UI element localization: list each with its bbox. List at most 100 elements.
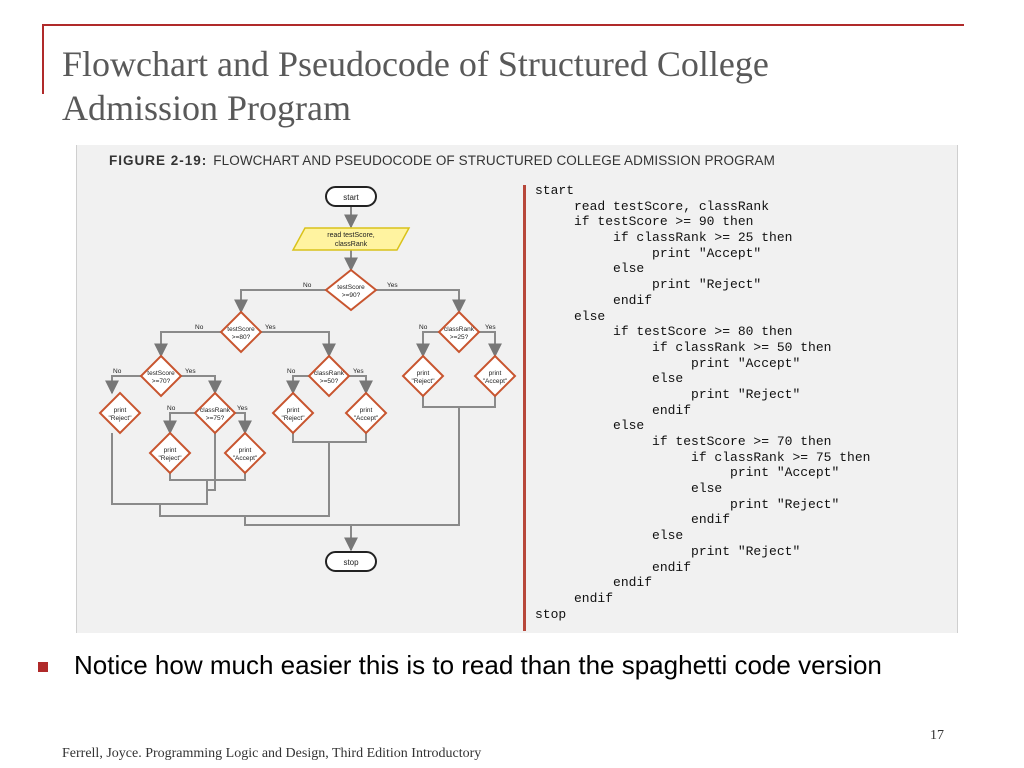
decision-75-line1: classRank (200, 407, 231, 414)
print-reject-25-line2: "Reject" (411, 378, 435, 385)
title-rule-left (42, 24, 44, 94)
pseudocode-line: endif (535, 292, 653, 308)
decision-70-line1: testScore (147, 370, 175, 377)
print-accept-75 (223, 431, 267, 475)
print-accept-75-line2: "Accept" (233, 455, 258, 462)
pseudocode-line: else (535, 528, 684, 544)
slide-title-line1: Flowchart and Pseudocode of Structured C… (62, 44, 769, 84)
decision-80-line1: testScore (227, 326, 255, 333)
pseudocode-bar (523, 185, 526, 631)
stop-terminal (325, 551, 377, 572)
bullet-text: Notice how much easier this is to read t… (74, 650, 882, 680)
print-reject-70-line2: "Reject" (108, 415, 132, 422)
label-no-75: No (167, 405, 176, 412)
start-terminal-label: start (343, 193, 359, 202)
pseudocode-line: endif (535, 512, 731, 528)
print-reject-25 (401, 354, 445, 398)
print-reject-75 (148, 431, 192, 475)
pseudocode-line: endif (535, 559, 692, 575)
print-reject-70-line1: print (114, 407, 127, 414)
print-accept-75-line1: print (239, 447, 252, 454)
print-reject-25-line1: print (417, 370, 430, 377)
slide-title-line2: Admission Program (62, 88, 352, 128)
figure-label: FIGURE 2-19: (109, 153, 208, 168)
decision-25-line1: classRank (444, 326, 475, 333)
decision-90-line1: testScore (337, 284, 365, 291)
pseudocode-line: print "Reject" (535, 496, 840, 512)
label-no-70: No (113, 368, 122, 375)
decision-test-score-70 (139, 354, 183, 398)
pseudocode-line: else (535, 371, 684, 387)
print-reject-75-line1: print (164, 447, 177, 454)
decision-test-score-90 (324, 268, 378, 312)
decision-80-line2: >=80? (232, 334, 251, 341)
label-no-90: No (303, 282, 312, 289)
pseudocode-line: if testScore >= 70 then (535, 434, 832, 449)
pseudocode-line: if classRank >= 50 then (535, 339, 832, 355)
read-input-line1: read testScore, (327, 232, 375, 239)
decision-class-rank-50 (307, 354, 351, 398)
print-reject-50-line1: print (287, 407, 300, 414)
decision-25-line2: >=25? (450, 334, 469, 341)
flowchart-connectors (105, 206, 502, 552)
figure-caption-text: FLOWCHART AND PSEUDOCODE OF STRUCTURED C… (213, 153, 776, 168)
bullet-square (38, 662, 48, 672)
read-input-box (291, 227, 411, 251)
label-yes-70: Yes (185, 368, 196, 375)
pseudocode-line: else (535, 308, 606, 324)
pseudocode-line: if testScore >= 80 then (535, 324, 793, 340)
print-accept-50 (344, 391, 388, 435)
pseudocode-line: print "Accept" (535, 465, 840, 481)
decision-70-line2: >=70? (152, 378, 171, 385)
title-rule-top (42, 24, 964, 26)
footer-citation: Ferrell, Joyce. Programming Logic and De… (62, 746, 482, 761)
print-accept-25-line2: "Accept" (483, 378, 508, 385)
decision-class-rank-25 (437, 310, 481, 354)
page-number: 17 (930, 728, 944, 743)
print-accept-25-line1: print (489, 370, 502, 377)
print-reject-70 (98, 391, 142, 435)
decision-75-line2: >=75? (206, 415, 225, 422)
pseudocode-line: endif (535, 575, 653, 591)
label-yes-75: Yes (237, 405, 248, 412)
pseudocode-line: endif (535, 402, 692, 418)
label-yes-25: Yes (485, 324, 496, 331)
read-input-line2: classRank (335, 241, 368, 248)
label-no-25: No (419, 324, 428, 331)
slide-title: Flowchart and Pseudocode of Structured C… (62, 42, 962, 130)
print-accept-50-line1: print (360, 407, 373, 414)
pseudocode-line: if classRank >= 25 then (535, 230, 793, 246)
label-yes-90: Yes (387, 282, 398, 289)
print-reject-75-line2: "Reject" (158, 455, 182, 462)
pseudocode-line: start (535, 183, 575, 198)
decision-50-line2: >=50? (320, 378, 339, 385)
pseudocode-line: else (535, 418, 645, 434)
stop-terminal-label: stop (343, 558, 359, 567)
print-reject-50 (271, 391, 315, 435)
label-no-50: No (287, 368, 296, 375)
figure-panel: FIGURE 2-19: FLOWCHART AND PSEUDOCODE OF … (76, 145, 958, 633)
pseudocode-line: read testScore, classRank (535, 198, 770, 214)
pseudocode-line: stop (535, 606, 567, 622)
pseudocode-line: if classRank >= 75 then (535, 449, 871, 465)
label-no-80: No (195, 324, 204, 331)
pseudocode-line: else (535, 481, 723, 497)
pseudocode-line: print "Reject" (535, 543, 801, 559)
label-yes-80: Yes (265, 324, 276, 331)
decision-class-rank-75 (193, 391, 237, 435)
decision-50-line1: classRank (314, 370, 345, 377)
pseudocode-line: print "Accept" (535, 355, 801, 371)
flowchart: start stop read testScore, classRank tes… (98, 186, 517, 572)
pseudocode-block: start read testScore, classRank if testS… (535, 183, 870, 622)
label-yes-50: Yes (353, 368, 364, 375)
figure-caption: FIGURE 2-19: FLOWCHART AND PSEUDOCODE OF … (109, 153, 775, 168)
pseudocode-line: endif (535, 590, 614, 606)
pseudocode-line: if testScore >= 90 then (535, 214, 754, 230)
print-accept-25 (473, 354, 517, 398)
pseudocode-line: print "Accept" (535, 245, 762, 261)
pseudocode-line: print "Reject" (535, 386, 801, 402)
print-accept-50-line2: "Accept" (354, 415, 379, 422)
decision-90-line2: >=90? (342, 292, 361, 299)
decision-test-score-80 (219, 310, 263, 354)
start-terminal (325, 186, 377, 207)
